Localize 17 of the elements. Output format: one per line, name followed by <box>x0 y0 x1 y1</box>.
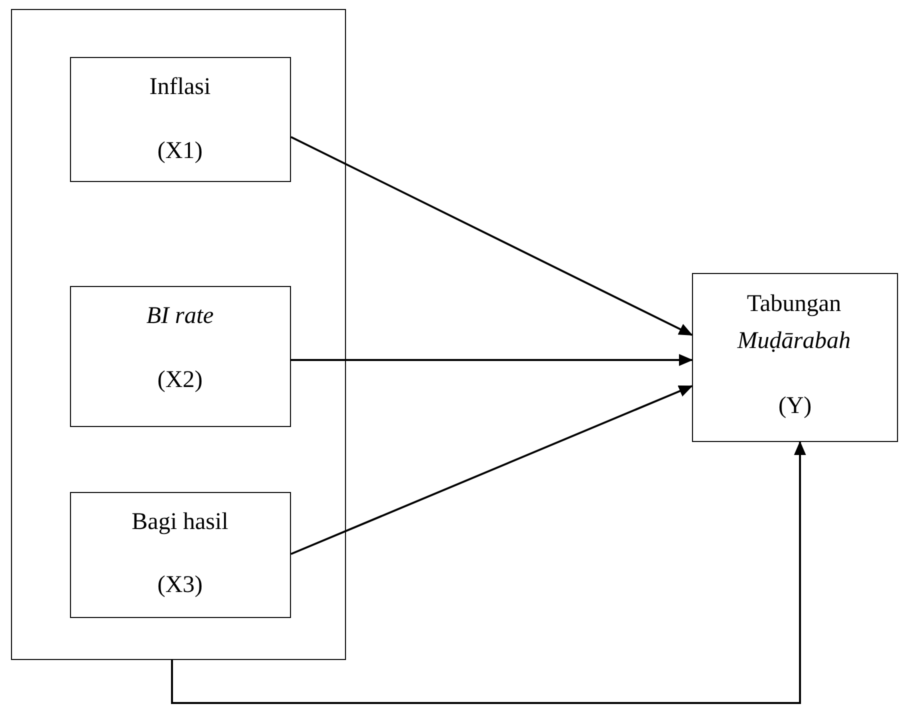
variable-label: (X1) <box>156 136 204 166</box>
arrow <box>290 385 693 555</box>
arrow <box>291 354 693 366</box>
arrow <box>171 441 806 704</box>
variable-label: Inflasi <box>148 72 212 102</box>
variable-box <box>70 492 290 618</box>
variable-label: BI rate <box>145 302 215 330</box>
variable-label: (X3) <box>156 570 204 600</box>
variable-box <box>70 56 290 182</box>
variable-label: Bagi hasil <box>130 508 230 536</box>
variable-box <box>692 273 898 442</box>
variable-label: (X2) <box>156 366 204 394</box>
arrow <box>290 136 693 336</box>
variable-box <box>70 286 290 426</box>
group-frame <box>11 9 346 660</box>
variable-label: Tabungan Muḍārabah <box>736 290 852 356</box>
variable-label: (Y) <box>777 392 813 421</box>
